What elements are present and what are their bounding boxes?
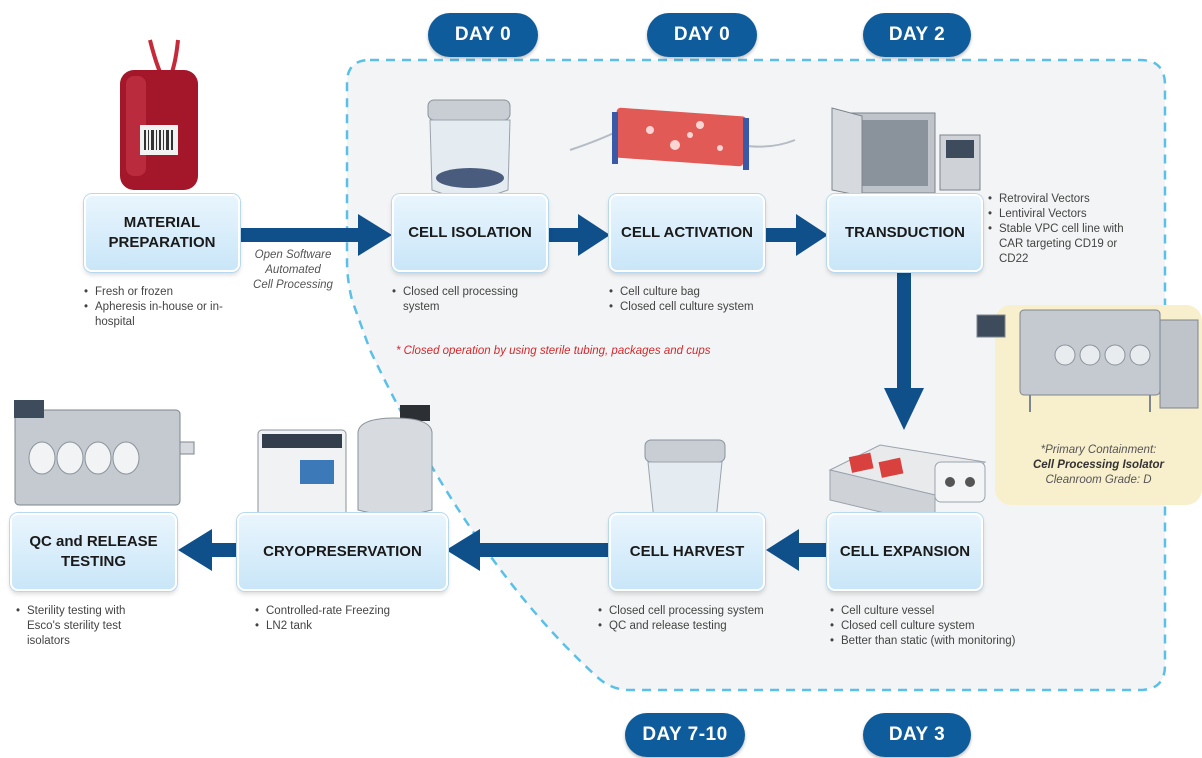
arrow-cryo-to-qc: [178, 529, 240, 571]
list-item: Sterility testing with Esco's sterility …: [16, 604, 161, 649]
containment-line3: Cleanroom Grade: D: [1045, 474, 1152, 486]
arrow-harvest-to-cryo: [446, 529, 608, 571]
step-cryopreservation: CRYOPRESERVATION: [237, 513, 448, 591]
list-item: Lentiviral Vectors: [988, 207, 1138, 222]
arrow-transduction-to-expansion: [884, 272, 924, 430]
controlled-rate-freezer-icon: [257, 429, 347, 521]
day-badge-expansion: DAY 3: [863, 713, 971, 757]
containment-line2: Cell Processing Isolator: [1032, 459, 1164, 471]
software-note-line2: Automated: [265, 264, 321, 276]
list-item: Apheresis in-house or in-hospital: [84, 300, 234, 330]
list-item: Stable VPC cell line with CAR targeting …: [988, 222, 1138, 267]
day-badge-transduction: DAY 2: [863, 13, 971, 57]
list-item: Fresh or frozen: [84, 285, 234, 300]
expansion-bullets: Cell culture vessel Closed cell culture …: [830, 604, 1050, 649]
harvest-bullets: Closed cell processing system QC and rel…: [598, 604, 798, 634]
step-cell-harvest: CELL HARVEST: [609, 513, 765, 591]
day-badge-harvest: DAY 7-10: [625, 713, 745, 757]
isolation-bullets: Closed cell processing system: [392, 285, 542, 315]
list-item: Better than static (with monitoring): [830, 634, 1050, 649]
list-item: Closed cell processing system: [598, 604, 798, 619]
step-material-line2: PREPARATION: [108, 234, 216, 251]
software-note-line1: Open Software: [254, 249, 332, 261]
step-material-line1: MATERIAL: [123, 214, 201, 231]
step-cryo-label: CRYOPRESERVATION: [263, 543, 422, 560]
step-cell-expansion: CELL EXPANSION: [827, 513, 983, 591]
isolation-cup-icon: [427, 99, 511, 198]
step-activation-label: CELL ACTIVATION: [621, 224, 753, 241]
rocking-platform-icon: [828, 444, 987, 526]
arrow-isolation-to-activation: [548, 214, 610, 256]
step-transduction: TRANSDUCTION: [827, 194, 983, 272]
day-badge-activation: DAY 0: [647, 13, 757, 57]
step-material-preparation: MATERIAL PREPARATION: [84, 194, 240, 272]
list-item: Cell culture vessel: [830, 604, 1050, 619]
step-isolation-label: CELL ISOLATION: [408, 224, 532, 241]
incubator-icon: [831, 107, 981, 197]
software-note: Open Software Automated Cell Processing: [238, 248, 348, 293]
containment-caption: *Primary Containment: Cell Processing Is…: [1000, 443, 1197, 488]
ln2-tank-icon: [357, 405, 433, 516]
list-item: QC and release testing: [598, 619, 798, 634]
culture-bag-icon: [569, 107, 796, 170]
blood-bag-icon: [120, 39, 198, 190]
list-item: Retroviral Vectors: [988, 192, 1138, 207]
arrow-material-to-isolation: [240, 214, 392, 256]
arrow-activation-to-transduction: [766, 214, 828, 256]
step-cell-isolation: CELL ISOLATION: [392, 194, 548, 272]
arrow-expansion-to-harvest: [766, 529, 827, 571]
step-cell-activation: CELL ACTIVATION: [609, 194, 765, 272]
list-item: Controlled-rate Freezing: [255, 604, 435, 619]
list-item: Cell culture bag: [609, 285, 789, 300]
step-qc-line1: QC and RELEASE: [29, 533, 158, 550]
material-bullets: Fresh or frozen Apheresis in-house or in…: [84, 285, 234, 330]
day-badge-isolation: DAY 0: [428, 13, 538, 57]
closed-operation-note: * Closed operation by using sterile tubi…: [396, 345, 711, 357]
list-item: LN2 tank: [255, 619, 435, 634]
step-expansion-label: CELL EXPANSION: [839, 543, 971, 560]
activation-bullets: Cell culture bag Closed cell culture sys…: [609, 285, 789, 315]
step-qc-line2: TESTING: [60, 553, 126, 570]
step-qc-release-testing: QC and RELEASE TESTING: [10, 513, 177, 591]
list-item: Closed cell culture system: [830, 619, 1050, 634]
list-item: Closed cell processing system: [392, 285, 542, 315]
software-note-line3: Cell Processing: [253, 279, 333, 291]
list-item: Closed cell culture system: [609, 300, 789, 315]
sterility-test-isolator-icon: [14, 400, 195, 506]
step-harvest-label: CELL HARVEST: [629, 543, 745, 560]
containment-line1: *Primary Containment:: [1040, 444, 1157, 456]
qc-bullets: Sterility testing with Esco's sterility …: [16, 604, 161, 649]
transduction-bullets: Retroviral Vectors Lentiviral Vectors St…: [988, 192, 1138, 267]
cryo-bullets: Controlled-rate Freezing LN2 tank: [255, 604, 435, 634]
step-transduction-label: TRANSDUCTION: [845, 224, 965, 241]
cell-processing-isolator-icon: [976, 309, 1199, 412]
